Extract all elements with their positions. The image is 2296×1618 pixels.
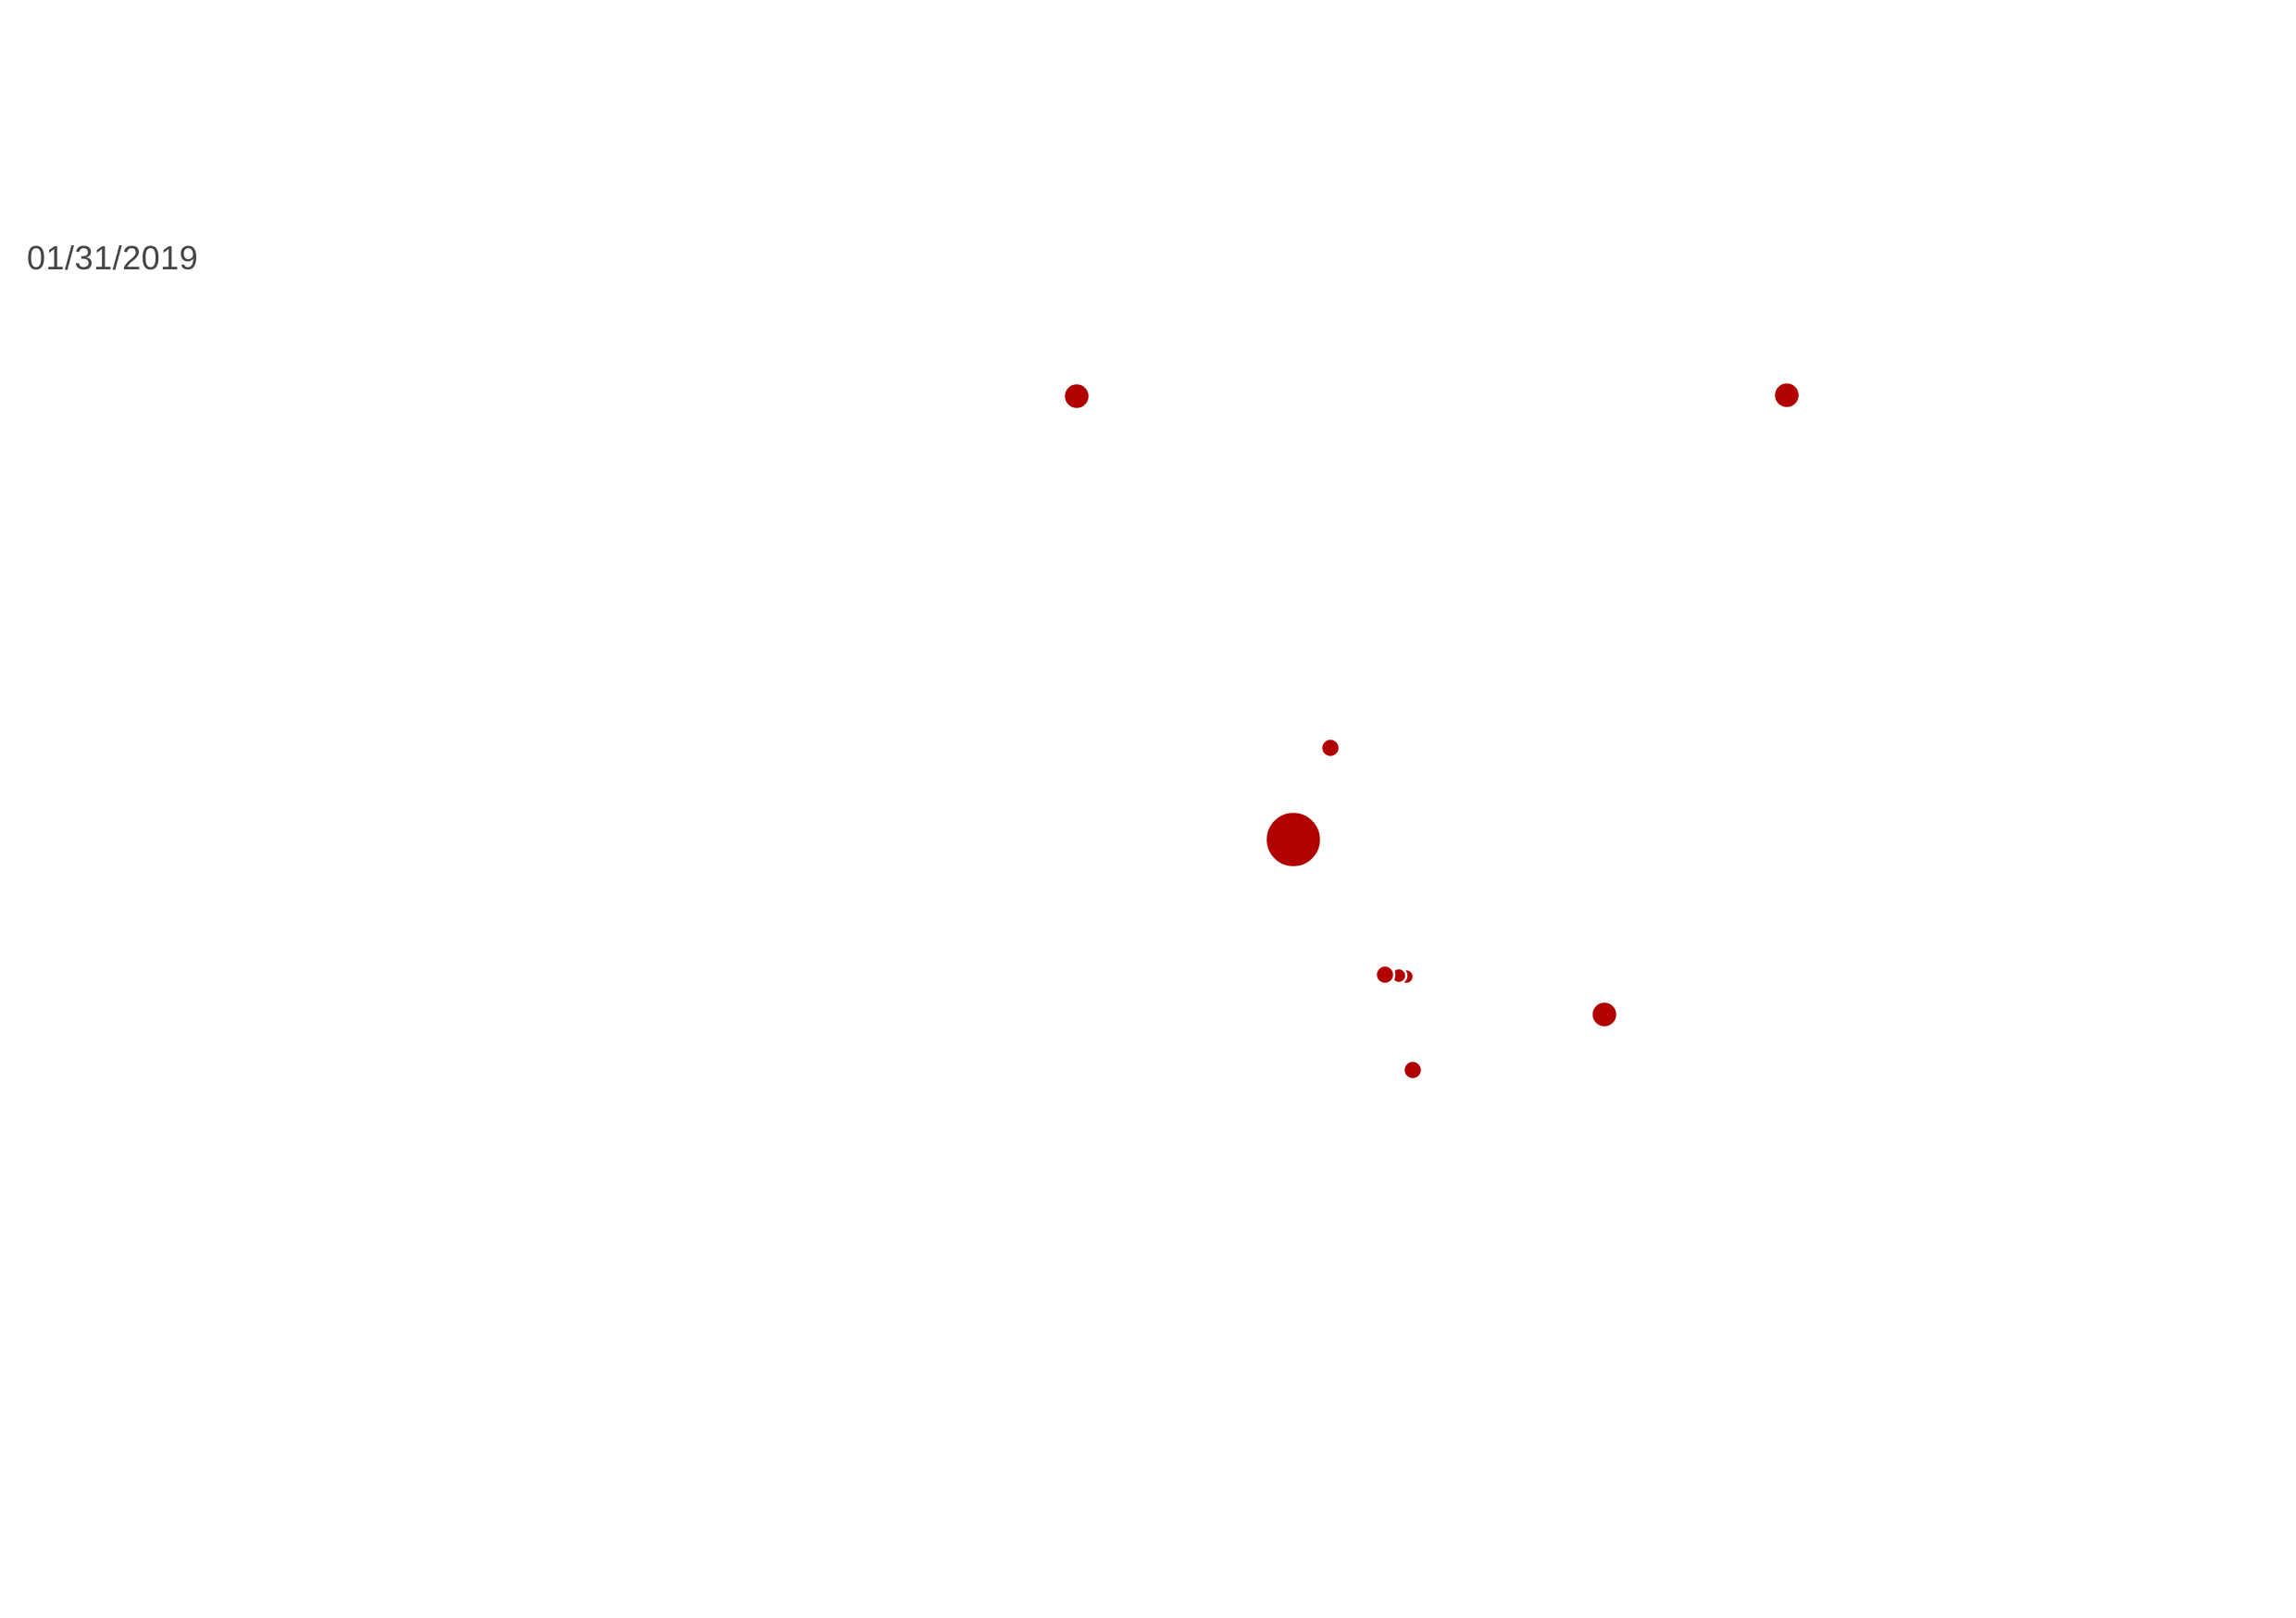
marker-layer (1062, 380, 1802, 1081)
date-label: 01/31/2019 (27, 239, 199, 277)
map-marker-8[interactable] (1590, 1000, 1619, 1029)
map-marker-1[interactable] (1062, 381, 1092, 411)
map-marker-7[interactable] (1374, 964, 1396, 986)
map-marker-9[interactable] (1402, 1059, 1424, 1081)
map-marker-4[interactable] (1264, 810, 1323, 869)
map-marker-2[interactable] (1772, 380, 1802, 410)
map-marker-3[interactable] (1319, 737, 1341, 759)
